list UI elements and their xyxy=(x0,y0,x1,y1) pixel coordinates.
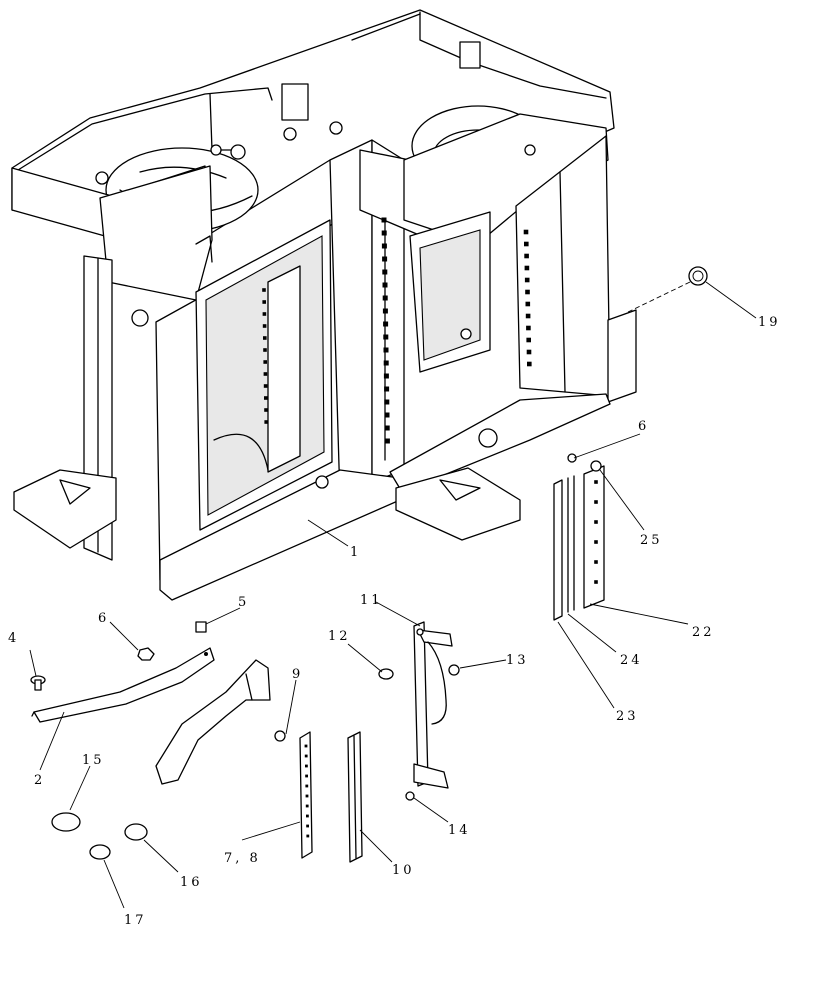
hole xyxy=(382,308,388,314)
hole xyxy=(264,408,268,412)
hole xyxy=(382,295,388,301)
hole xyxy=(305,794,309,798)
formed-bracket xyxy=(155,659,271,785)
hole xyxy=(526,337,531,343)
hole xyxy=(525,289,530,295)
hole xyxy=(525,313,531,319)
callout-11: 11 xyxy=(360,593,383,608)
callout-23: 23 xyxy=(616,709,639,724)
callout-7-8: 7, 8 xyxy=(224,851,261,866)
hole xyxy=(304,754,308,758)
hole xyxy=(263,384,268,388)
callout-10: 10 xyxy=(392,863,415,878)
hole xyxy=(263,348,267,352)
hardware-4-5-6 xyxy=(30,621,207,691)
hole xyxy=(382,269,388,275)
right-post-holes xyxy=(523,229,532,367)
strip-assembly-22-25 xyxy=(553,453,605,621)
bracket-assembly-11-14 xyxy=(378,621,460,801)
hole xyxy=(305,784,309,788)
callout-17: 17 xyxy=(124,913,147,928)
hole xyxy=(384,412,390,418)
plug-part-19 xyxy=(627,266,708,313)
center-column-holes xyxy=(381,217,390,444)
hole xyxy=(594,480,598,484)
hole xyxy=(384,386,390,392)
hole xyxy=(526,325,531,331)
hole xyxy=(381,217,387,223)
hole xyxy=(524,253,529,259)
hole xyxy=(382,282,388,288)
callout-6-left: 6 xyxy=(98,611,109,626)
hole xyxy=(262,312,267,316)
channel-part-10 xyxy=(347,731,363,863)
hole xyxy=(523,229,529,235)
hole xyxy=(305,804,309,808)
hole xyxy=(305,774,308,778)
hole xyxy=(305,764,308,768)
left-panel-holes xyxy=(262,288,268,424)
hole xyxy=(383,360,389,366)
hole xyxy=(383,373,389,379)
hole xyxy=(524,277,530,283)
hole xyxy=(594,500,598,504)
callout-labels: 1 2 4 5 6 6 7, 8 9 10 11 12 13 14 15 16 … xyxy=(8,315,781,928)
callout-16: 16 xyxy=(180,875,203,890)
callout-24: 24 xyxy=(620,653,643,668)
hole xyxy=(306,834,310,838)
hole xyxy=(262,288,266,292)
caps-15-16-17 xyxy=(51,812,148,860)
hole xyxy=(526,349,532,355)
hole xyxy=(527,361,532,367)
callout-19: 19 xyxy=(758,315,781,330)
hole xyxy=(594,560,598,564)
callout-6-right: 6 xyxy=(638,419,649,434)
hole xyxy=(384,399,390,405)
hole xyxy=(306,814,309,818)
hole xyxy=(594,580,598,584)
hole xyxy=(262,300,266,304)
callout-14: 14 xyxy=(448,823,471,838)
hole xyxy=(264,420,268,424)
hole xyxy=(306,824,309,828)
callout-13: 13 xyxy=(506,653,529,668)
callout-22: 22 xyxy=(692,625,715,640)
hole xyxy=(263,372,268,376)
hole xyxy=(384,438,390,444)
hole xyxy=(594,540,598,544)
hole xyxy=(382,256,388,262)
hole xyxy=(263,360,267,364)
callout-9: 9 xyxy=(292,667,303,682)
callout-12: 12 xyxy=(328,629,351,644)
hole xyxy=(594,520,598,524)
strip-holes xyxy=(594,480,598,584)
hole xyxy=(262,324,267,328)
hole xyxy=(264,396,268,400)
callout-5: 5 xyxy=(238,595,249,610)
hole xyxy=(384,425,390,431)
callout-1: 1 xyxy=(350,545,361,560)
hole xyxy=(383,334,389,340)
hole xyxy=(524,265,530,271)
hole xyxy=(381,243,387,249)
hole xyxy=(381,230,387,236)
hole xyxy=(524,241,529,247)
bracket-part-2 xyxy=(31,647,215,723)
hole xyxy=(263,336,267,340)
callout-25: 25 xyxy=(640,533,663,548)
callout-2: 2 xyxy=(34,773,45,788)
callout-15: 15 xyxy=(82,753,105,768)
strip-part-7-8 xyxy=(274,730,313,859)
callout-4: 4 xyxy=(8,631,19,646)
main-frame-assembly xyxy=(11,9,637,601)
leader-lines xyxy=(29,281,757,909)
hole xyxy=(383,347,389,353)
hole xyxy=(525,301,531,307)
hole xyxy=(304,744,308,748)
hole xyxy=(383,321,389,327)
